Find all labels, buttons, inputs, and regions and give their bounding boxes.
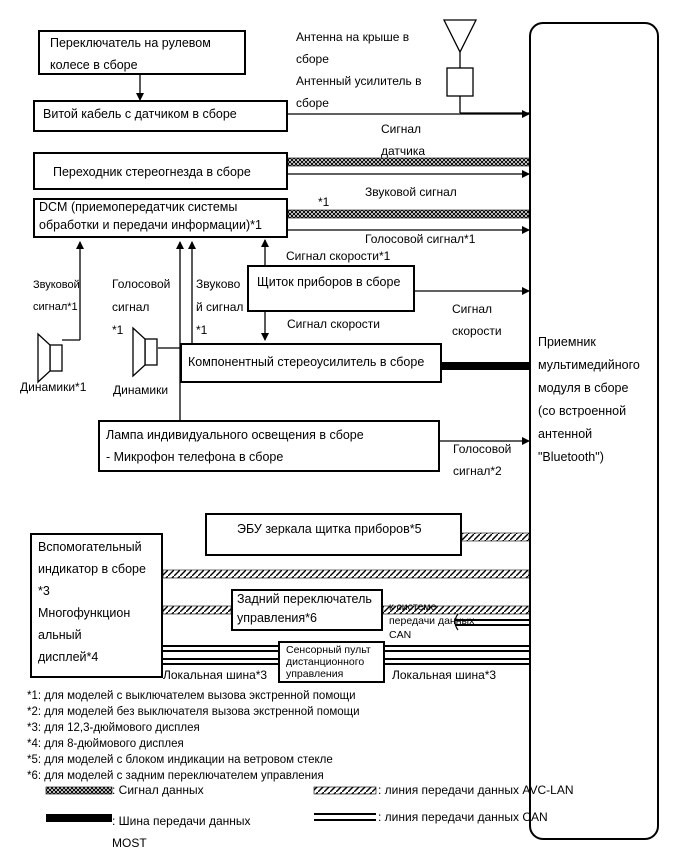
footnotes: *1: для моделей с выключателем вызова эк… [27,688,360,784]
receiver-block [529,22,659,840]
speaker-icon [132,326,158,378]
legend-avc: : линия передачи данных AVC-LAN [378,783,574,797]
speed-signal-label: Сигнал скорости*1 [286,249,391,263]
speaker-icon [37,332,63,384]
footnote: *6: для моделей с задним переключателем … [27,770,324,782]
speed-signal-down-label: Сигнал скорости [287,317,380,331]
ecu-mirror-block: ЭБУ зеркала щитка приборов*5 [205,513,462,556]
footnote: *2: для моделей без выключателя вызова э… [27,706,360,718]
voice-signal-label: Голосовой сигнал*1 [365,232,476,246]
stereo-jack-block: Переходник стереогнезда в сборе [33,152,288,190]
spiral-cable-block: Витой кабель с датчиком в сборе [33,100,288,132]
legend-can: : линия передачи данных CAN [378,810,548,824]
local-bus-right-label: Локальная шина*3 [392,668,497,682]
connection-lines [62,75,530,445]
local-bus-left-label: Локальная шина*3 [163,668,268,682]
amplifier-block: Компонентный стереоусилитель в сборе [180,343,442,383]
footnote: *3: для 12,3-дюймового дисплея [27,722,200,734]
legend-swatches [45,786,377,822]
footnote: *4: для 8-дюймового дисплея [27,738,184,750]
note1-mark: *1 [318,195,330,209]
meter-block: Щиток приборов в сборе [247,265,415,312]
legend-signal: : Сигнал данных [112,783,204,797]
footnote: *1: для моделей с выключателем вызова эк… [27,690,356,702]
antenna-icon [442,19,478,113]
lamp-block: Лампа индивидуального освещения в сборе-… [98,420,440,472]
audio-signal-label: Звуковой сигнал [365,185,457,199]
speaker-label-left: Динамики*1 [20,380,87,394]
speaker-label-mid: Динамики [113,383,169,397]
footnote: *5: для моделей с блоком индикации на ве… [27,754,333,766]
